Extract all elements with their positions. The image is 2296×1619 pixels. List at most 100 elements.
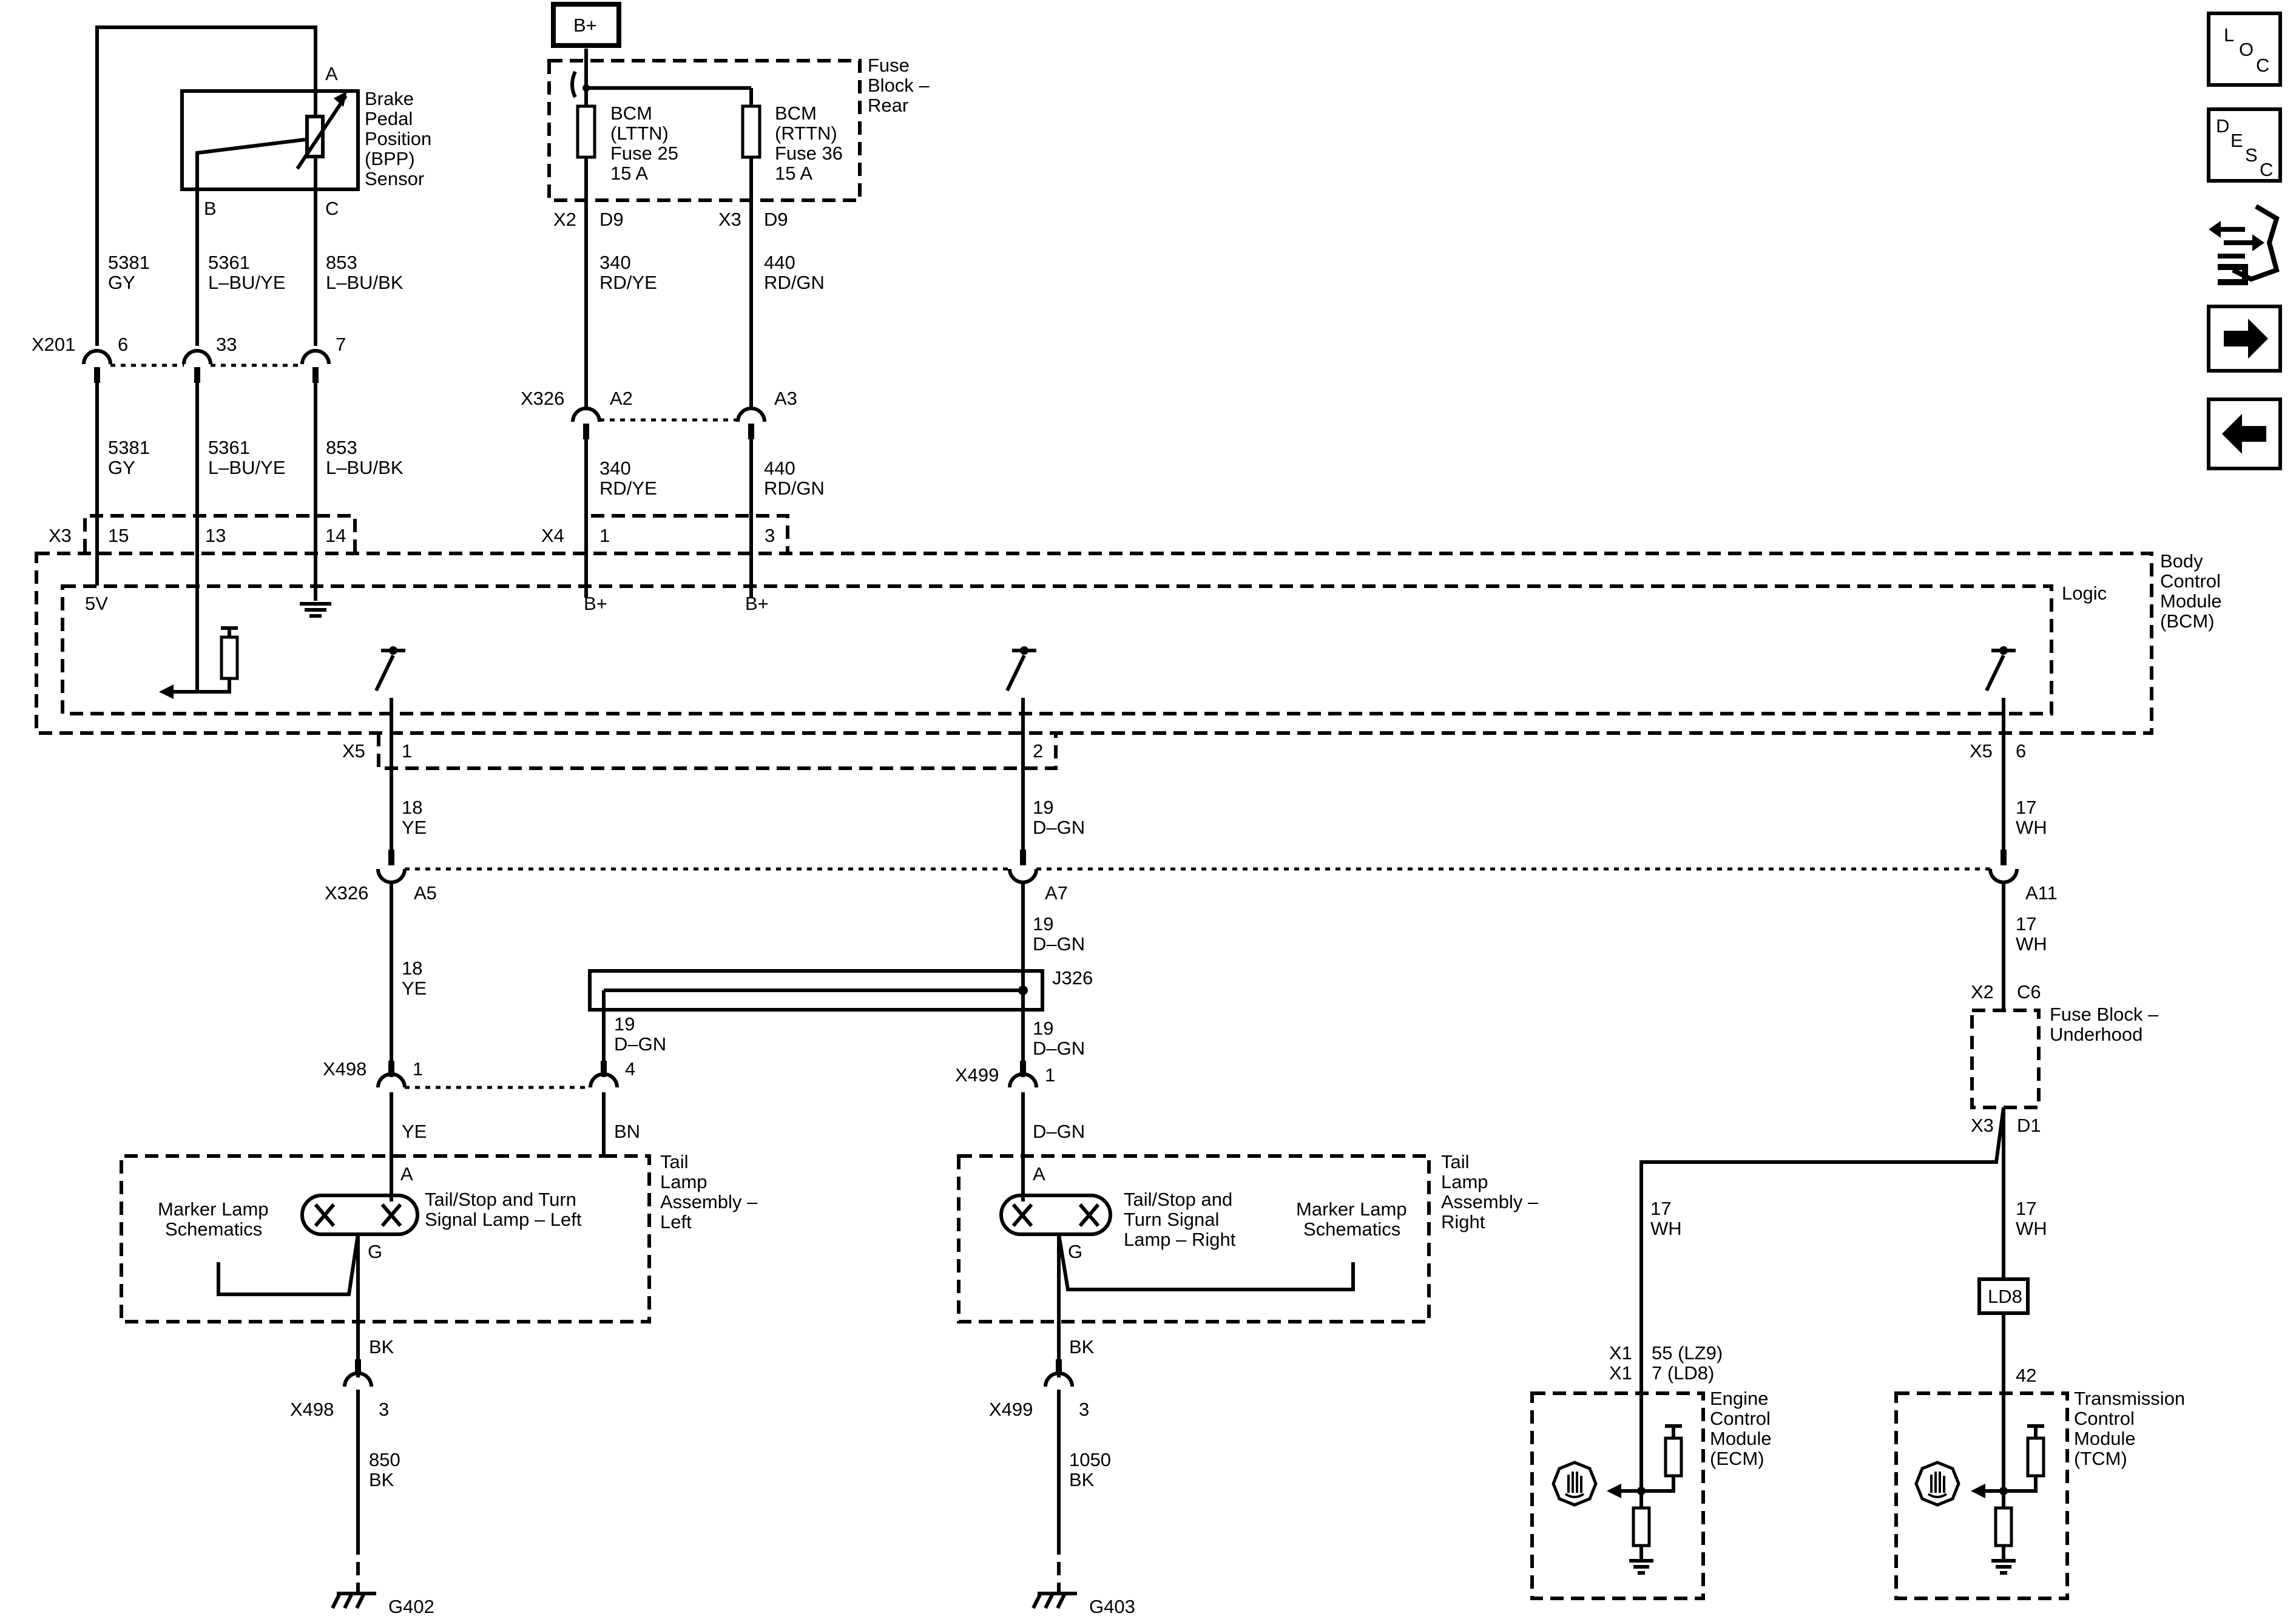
- pin-label: G: [368, 1241, 382, 1262]
- marker-label: Marker Lamp: [1296, 1198, 1407, 1220]
- wire-label: GY: [108, 272, 135, 293]
- pin-label: 55 (LZ9): [1652, 1342, 1723, 1364]
- prev-arrow-icon[interactable]: [2207, 397, 2282, 470]
- wire-label: 17: [2016, 1198, 2036, 1219]
- ld8-label: LD8: [1988, 1286, 2022, 1307]
- bpp-sensor-box: [180, 89, 360, 191]
- pin-label: 42: [2016, 1365, 2036, 1386]
- pin-label: G: [1068, 1241, 1082, 1262]
- connector-x5: X5 1 2 X5 6 18 YE 19 D–GN 17 WH: [342, 733, 2047, 865]
- loc-letter: C: [2256, 55, 2269, 76]
- fuse-block-underhood-label: Fuse Block –: [2050, 1004, 2159, 1025]
- wire-label: YE: [402, 1121, 427, 1142]
- bpp-label-1: Brake: [365, 88, 414, 109]
- next-arrow-icon[interactable]: [2207, 305, 2282, 373]
- bcm-label: Body: [2160, 550, 2203, 572]
- pin-label: 1: [599, 525, 610, 546]
- wire-label: BN: [614, 1121, 640, 1142]
- wire-label: 440: [764, 252, 795, 273]
- ecm-label: (ECM): [1710, 1448, 1764, 1469]
- loc-letter: L: [2224, 24, 2234, 46]
- connector-label: X3: [1971, 1115, 1994, 1136]
- wire-label: RD/GN: [764, 272, 825, 293]
- loc-button[interactable]: L O C: [2207, 12, 2282, 87]
- pin-label: A11: [2025, 882, 2058, 904]
- body-control-module: X3 15 13 14 X4 1 3 Body Control Module (…: [35, 514, 2222, 850]
- desc-button[interactable]: D E S C: [2207, 107, 2282, 183]
- tcm-label: (TCM): [2074, 1448, 2127, 1469]
- ground-label: G403: [1089, 1596, 1135, 1617]
- lamp-label: Turn Signal: [1124, 1209, 1219, 1230]
- bcm-label: Control: [2160, 570, 2221, 592]
- desc-letter: E: [2230, 130, 2243, 151]
- tcm-label: Control: [2074, 1408, 2135, 1429]
- wire-label: L–BU/BK: [326, 272, 403, 293]
- tcm-hand-icon: [1914, 1461, 1960, 1507]
- marker-label: Schematics: [165, 1218, 262, 1240]
- wire-label: D–GN: [1033, 817, 1085, 838]
- wire-label: 1050: [1069, 1449, 1111, 1470]
- tail-lamp-assembly-left: Tail Lamp Assembly – Left A G Tail/Stop …: [120, 1151, 758, 1617]
- connector-label: X5: [342, 740, 365, 762]
- marker-label: Marker Lamp: [158, 1198, 269, 1220]
- bcm-switch-middle: [1005, 646, 1036, 850]
- wire-label: WH: [2016, 1218, 2047, 1239]
- wire-label: 340: [599, 252, 631, 273]
- wire-label: WH: [2016, 817, 2047, 838]
- fuse-label: (RTTN): [775, 123, 837, 144]
- wire-label: 853: [326, 252, 357, 273]
- connector-x326-top: X326 A2 A3 340 RD/YE 440 RD/GN: [521, 388, 825, 598]
- bcm-bplus-label: B+: [584, 593, 607, 614]
- connector-label: X1: [1609, 1342, 1632, 1364]
- pin-label: 14: [325, 525, 346, 546]
- wire-label: 19: [1033, 913, 1053, 935]
- assembly-label: Tail: [660, 1151, 689, 1172]
- pin-label: 1: [413, 1058, 423, 1080]
- connector-label: X3: [718, 209, 741, 230]
- connector-label: X326: [521, 388, 564, 409]
- loc-letter: O: [2239, 39, 2254, 60]
- bpp-label-5: Sensor: [365, 168, 424, 189]
- bpp-label-4: (BPP): [365, 148, 415, 169]
- pin-label: 1: [402, 740, 412, 762]
- pin-label: 2: [1033, 740, 1043, 762]
- pin-label: 3: [379, 1399, 389, 1420]
- pin-label: 1: [1045, 1064, 1055, 1086]
- pin-label: 3: [765, 525, 775, 546]
- pin-label: D9: [599, 209, 624, 230]
- wire-label: 5361: [208, 252, 250, 273]
- transmission-control-module: Transmission Control Module (TCM): [1894, 1388, 2185, 1600]
- desc-letter: C: [2260, 159, 2273, 180]
- pin-label: 6: [118, 334, 128, 355]
- tail-lamp-assembly-right: Tail Lamp Assembly – Right A G Tail/Stop…: [957, 1151, 1539, 1617]
- bpp-pin-c: C: [325, 198, 339, 219]
- wire-labels-upper-left: 5381 GY 5361 L–BU/YE 853 L–BU/BK: [108, 252, 403, 293]
- fuse-block-rear-label: Rear: [868, 95, 908, 116]
- tail-lamp-right-bulb: [999, 1194, 1112, 1236]
- connector-label: X5: [1970, 740, 1993, 762]
- wire-label: 5381: [108, 437, 150, 458]
- tcm-label: Transmission: [2074, 1388, 2185, 1409]
- fuse-label: Fuse 25: [610, 143, 678, 164]
- wire-label: WH: [2016, 933, 2047, 955]
- tcm-label: Module: [2074, 1428, 2136, 1449]
- pin-label: A2: [610, 388, 633, 409]
- connector-label: X326: [325, 882, 368, 904]
- connector-label: J326: [1052, 967, 1093, 989]
- assembly-label: Assembly –: [1441, 1191, 1539, 1212]
- desc-letter: D: [2216, 115, 2229, 137]
- bcm-5v-label: 5V: [85, 593, 108, 614]
- engine-control-module: X1 55 (LZ9) X1 7 (LD8) Engine Control Mo…: [1530, 1342, 1772, 1600]
- wire-label: 18: [402, 958, 422, 979]
- fuse-25: [576, 104, 596, 159]
- pin-label: A3: [774, 388, 797, 409]
- wire-loop: [95, 25, 317, 346]
- bpp-sensor-group: A B C Brake Pedal Position (BPP) Sensor: [95, 25, 431, 346]
- wire-label: L–BU/YE: [208, 272, 286, 293]
- bcm-bplus-label: B+: [745, 593, 769, 614]
- connector-label: X4: [541, 525, 564, 546]
- connector-label: X1: [1609, 1362, 1632, 1384]
- connector-icon[interactable]: [2209, 204, 2280, 285]
- bcm-label: (BCM): [2160, 610, 2215, 632]
